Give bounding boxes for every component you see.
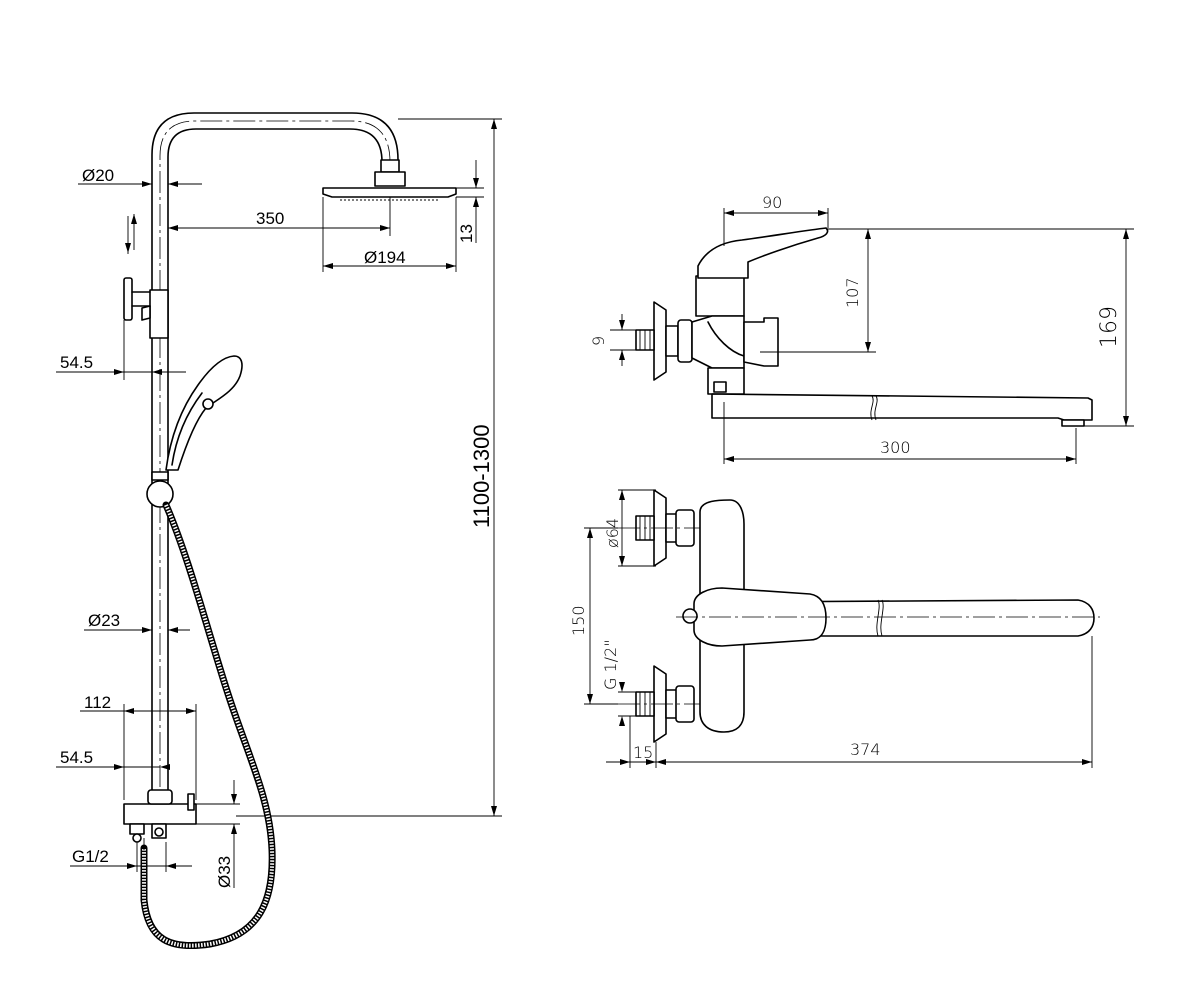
dim-centres: 150 — [569, 605, 588, 636]
dim-reach: 350 — [256, 209, 284, 228]
dim-pipe-diameter: Ø20 — [82, 166, 114, 185]
dim-holder-offset: 54.5 — [60, 353, 93, 372]
dim-thread: G 1/2" — [601, 639, 620, 690]
spout — [711, 393, 1093, 421]
dim-mixer-width: 112 — [84, 693, 111, 712]
dim-lever-offset: 90 — [762, 193, 782, 212]
pipe-centerline — [159, 120, 391, 820]
dim-total-height: 1100-1300 — [469, 424, 494, 528]
mixer-body — [695, 275, 745, 317]
shower-pipe-inner — [167, 128, 383, 801]
dim-total-length: 374 — [850, 740, 881, 759]
shower-holder — [146, 480, 174, 508]
shower-head — [322, 187, 457, 198]
spout-top — [739, 599, 1095, 637]
bath-mixer-top-view: ø64 150 G 1/2" 15 374 — [569, 489, 1100, 768]
shower-pipe-outer — [151, 112, 399, 801]
shower-hose — [140, 501, 276, 950]
head-connector — [380, 159, 400, 173]
dim-rail-diameter: Ø23 — [88, 611, 120, 630]
dim-inlet-thread: G1/2 — [72, 847, 109, 866]
dim-mixer-offset: 54.5 — [60, 748, 93, 767]
dim-head-height: 13 — [457, 224, 476, 243]
dim-wall-offset: 15 — [633, 743, 653, 762]
dim-inlet-height: 9 — [589, 336, 608, 346]
shower-mixer — [123, 803, 197, 825]
dim-overall-height: 169 — [1097, 306, 1122, 348]
mixer-lever — [697, 227, 829, 279]
dim-head-diameter: Ø194 — [364, 248, 406, 267]
bracket-knob — [123, 277, 133, 321]
head-nut — [374, 171, 406, 187]
wall-bracket — [149, 289, 169, 339]
dim-mixer-diameter: Ø33 — [215, 856, 234, 888]
wall-flange — [653, 301, 667, 381]
dim-flange-diameter: ø64 — [603, 518, 622, 548]
dim-lever-height: 107 — [843, 277, 862, 308]
dim-spout-length: 300 — [880, 438, 911, 457]
hand-shower — [165, 355, 243, 471]
bath-mixer-side-view: 90 107 169 9 300 — [589, 193, 1134, 464]
shower-system-drawing: Ø20 350 Ø194 13 1100-1300 54.5 Ø23 112 5… — [56, 112, 502, 950]
